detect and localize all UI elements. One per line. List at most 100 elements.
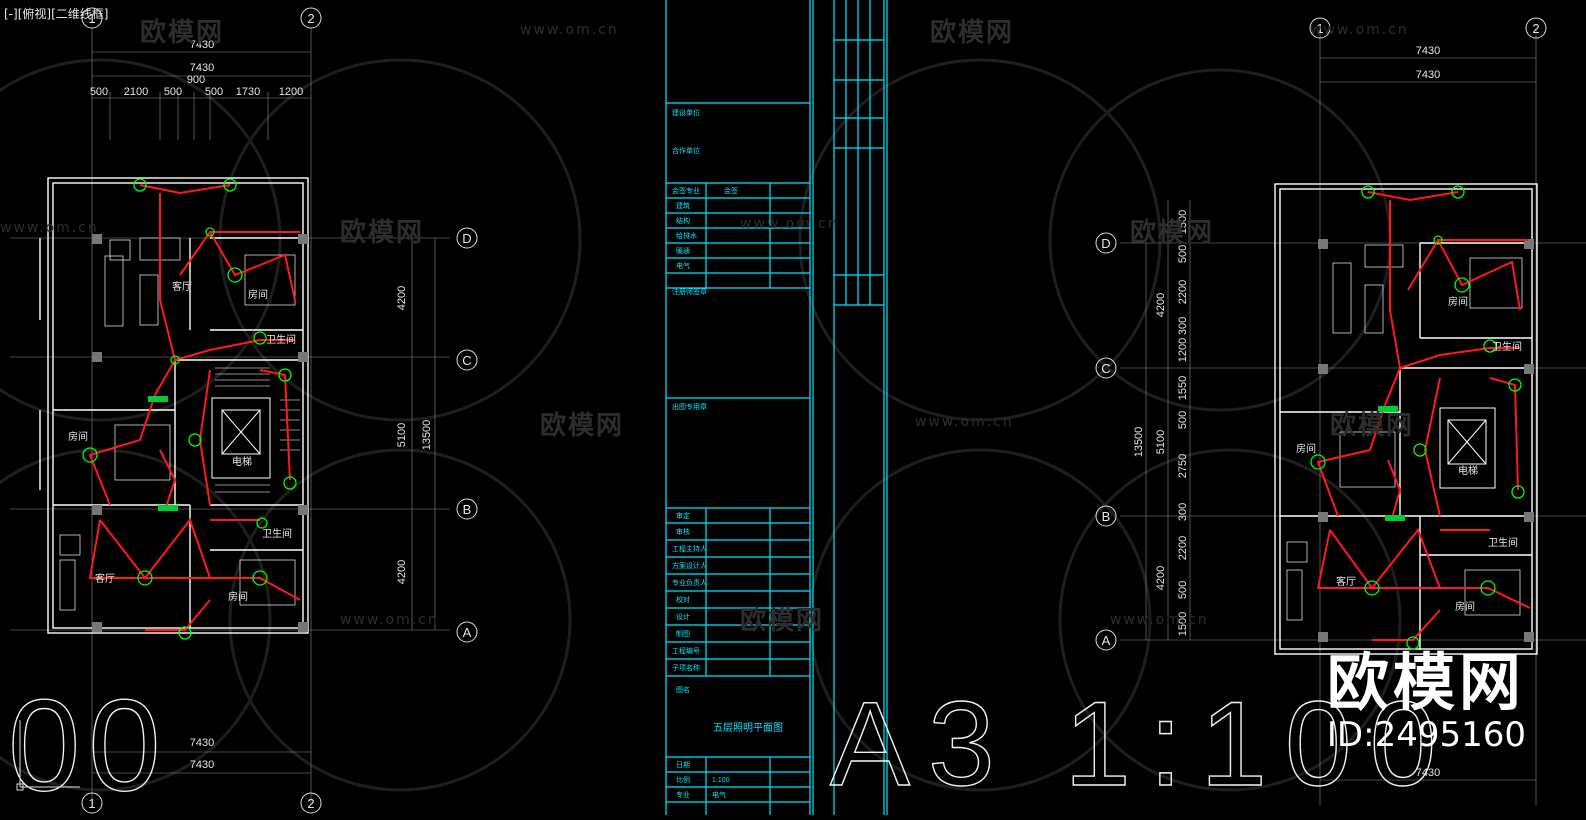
- viewport-control-label[interactable]: [-][俯视][二维线框]: [4, 5, 108, 22]
- room-label: 电梯: [1458, 464, 1478, 477]
- room-label: 卫生间: [1488, 536, 1518, 549]
- watermark-url: www.om.cn: [1110, 612, 1209, 628]
- tb-label: 子项名称: [672, 663, 700, 672]
- tb-label: 合作单位: [672, 146, 700, 155]
- title-block[interactable]: 建设单位 合作单位 会签专业 会签 建筑 结构 给排水 暖通 电气 注册师签章 …: [665, 0, 888, 815]
- walls-left: [39, 177, 309, 634]
- lighting-circuits-left: [88, 184, 301, 631]
- tb-label: 比例: [676, 775, 690, 784]
- dim-text: 4200: [1155, 293, 1167, 317]
- dim-text: 7430: [1416, 45, 1440, 57]
- watermark-brand: 欧模网: [1330, 411, 1415, 441]
- tb-label: 方案设计人: [672, 561, 707, 570]
- axis-letter: C: [462, 353, 471, 368]
- dim-text: 13500: [421, 420, 433, 451]
- dim-text: 300: [1177, 317, 1189, 335]
- tb-label: 日期: [676, 761, 690, 769]
- tb-label: 暖通: [676, 246, 690, 255]
- lighting-circuits-right: [1316, 191, 1531, 641]
- brand-stamp: 欧模网 ID:2495160: [1326, 646, 1526, 755]
- watermark-brand: 欧模网: [930, 18, 1015, 48]
- visual-style-wireframe[interactable]: [二维线框]: [51, 7, 109, 21]
- watermark-url: www.om.cn: [520, 22, 619, 38]
- elevator-left: [211, 397, 271, 479]
- dim-text: 2200: [1177, 536, 1189, 560]
- axis-number: 1: [88, 11, 95, 26]
- columns-left: [92, 234, 308, 632]
- axis-number: 2: [307, 11, 314, 26]
- floor-plan-right[interactable]: 1 2 D C B A 7430 7430 7430 1500 500 2200…: [1095, 17, 1586, 805]
- room-labels-right: 房间 卫生间 房间 电梯 卫生间 客厅 房间: [1296, 295, 1522, 613]
- room-label: 卫生间: [1492, 340, 1522, 353]
- tb-label: 校对: [676, 595, 690, 604]
- dim-text: 7430: [190, 759, 214, 771]
- viewport-menu-bracket[interactable]: [-]: [4, 7, 18, 21]
- dim-text: 500: [90, 86, 108, 98]
- furniture-left: [59, 237, 296, 611]
- dim-text: 1500: [1177, 612, 1189, 636]
- distribution-boxes-right: [1378, 406, 1405, 521]
- room-label: 客厅: [172, 280, 192, 293]
- axis-letter: A: [1102, 633, 1111, 648]
- tb-label: 建筑: [676, 201, 690, 210]
- watermark-brand: 欧模网: [140, 18, 225, 48]
- room-label: 卫生间: [262, 527, 292, 540]
- axis-letter: D: [462, 231, 471, 246]
- dim-text: 5100: [1155, 430, 1167, 454]
- room-label: 房间: [248, 288, 268, 301]
- dim-text: 7430: [190, 39, 214, 51]
- axis-number: 1: [1316, 21, 1323, 36]
- axis-bubbles-left: [81, 7, 478, 814]
- dim-text: 2200: [1177, 280, 1189, 304]
- room-label: 房间: [1455, 600, 1475, 613]
- tb-label: 会签: [724, 186, 738, 195]
- dim-text: 500: [1177, 245, 1189, 263]
- big-outline-text-scale: A3 1:100: [830, 677, 1454, 811]
- stamp-brand: 欧模网: [1326, 646, 1525, 719]
- watermark-url: www.om.cn: [915, 414, 1014, 430]
- axis-letter: B: [1102, 509, 1111, 524]
- tb-label: 电气: [676, 261, 690, 270]
- dim-text: 4200: [396, 560, 408, 584]
- tb-label: 审定: [676, 511, 690, 520]
- dim-text: 2750: [1177, 454, 1189, 478]
- room-label: 房间: [228, 590, 248, 603]
- tb-label: 审核: [676, 527, 690, 536]
- tb-label: 给排水: [676, 231, 697, 240]
- stamp-id: ID:2495160: [1326, 715, 1526, 755]
- watermark-url: www.om.cn: [340, 612, 439, 628]
- tb-label: 出图专用章: [672, 402, 707, 411]
- dim-text: 5100: [396, 423, 408, 447]
- watermark-rings: [0, 58, 1402, 792]
- watermark-url: www.om.cn: [0, 220, 99, 236]
- floor-plan-left[interactable]: 1 2 D C B A 1 2 7430 7430 900 500 2100 5…: [10, 7, 478, 814]
- room-label: 房间: [1448, 295, 1468, 308]
- view-mode-top[interactable]: [俯视]: [17, 7, 52, 21]
- watermark-brand: 欧模网: [340, 218, 425, 248]
- tb-label: 建设单位: [672, 108, 700, 117]
- room-label: 卫生间: [266, 333, 296, 346]
- dim-text: 500: [1177, 581, 1189, 599]
- dim-text: 7430: [1416, 69, 1440, 81]
- axis-letter: B: [463, 502, 472, 517]
- room-label: 电梯: [232, 455, 252, 468]
- axis-labels-right: 1 2 D C B A: [1101, 21, 1539, 648]
- room-label: 客厅: [1336, 575, 1356, 588]
- dim-text: 900: [187, 74, 205, 86]
- tb-label: 制图: [676, 629, 690, 638]
- tb-label: 设计: [676, 612, 690, 621]
- tb-value: 电气: [712, 790, 726, 799]
- room-label: 房间: [68, 430, 88, 443]
- axis-bubbles-right: [1095, 17, 1547, 651]
- ucs-icon: [16, 720, 80, 791]
- dim-text: 500: [205, 86, 223, 98]
- watermark-brand: 欧模网: [740, 606, 825, 636]
- room-labels-left: 客厅 房间 卫生间 房间 电梯 卫生间 客厅 房间: [68, 280, 296, 603]
- distribution-boxes-left: [148, 396, 178, 511]
- tb-label: 注册师签章: [672, 287, 707, 296]
- dim-text: 1550: [1177, 376, 1189, 400]
- title-block-text: 建设单位 合作单位 会签专业 会签 建筑 结构 给排水 暖通 电气 注册师签章 …: [672, 108, 738, 799]
- stairs-left: [215, 367, 300, 493]
